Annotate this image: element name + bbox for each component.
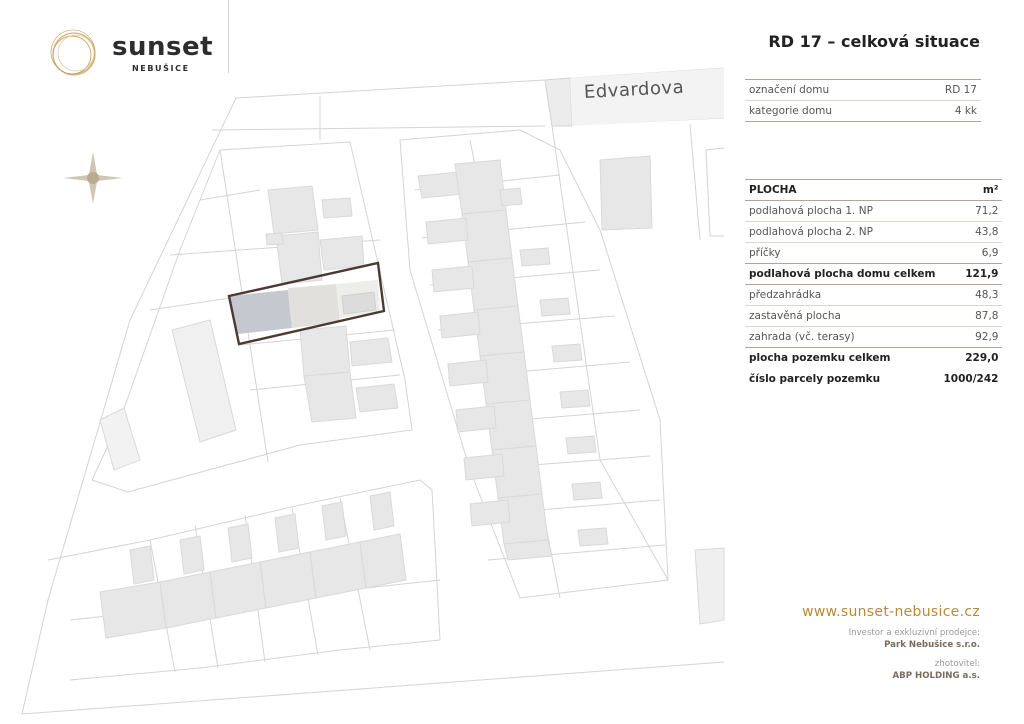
investor-name: Park Nebušice s.r.o.: [884, 640, 980, 650]
rd17-plot-highlight: [227, 261, 386, 346]
house-id-label: označení domu: [745, 79, 909, 101]
table-row: předzahrádka 48,3: [745, 284, 1003, 306]
table-row: podlahová plocha 2. NP 43,8: [745, 221, 1003, 243]
area-row-value: 87,8: [939, 305, 1003, 327]
area-row-value: 6,9: [939, 242, 1003, 264]
area-table: PLOCHA m² podlahová plocha 1. NP 71,2 po…: [745, 179, 1003, 390]
table-row: kategorie domu 4 kk: [745, 100, 981, 122]
area-row-value: 1000/242: [943, 373, 999, 385]
area-row-label: podlahová plocha domu celkem: [745, 263, 940, 285]
table-row: zastavěná plocha 87,8: [745, 305, 1003, 327]
contractor-name: ABP HOLDING a.s.: [892, 671, 980, 681]
page-title: RD 17 – celková situace: [768, 32, 980, 51]
house-category-value: 4 kk: [908, 100, 981, 122]
area-row-label: předzahrádka: [745, 284, 940, 306]
logo-subtitle: NEBUŠICE: [132, 64, 190, 73]
area-row-label: podlahová plocha 2. NP: [745, 221, 940, 243]
area-row-label: číslo parcely pozemku: [749, 373, 881, 385]
website-link[interactable]: www.sunset-nebusice.cz: [802, 604, 980, 620]
logo-wordmark: sunset: [112, 32, 214, 62]
table-row: označení domu RD 17: [745, 79, 981, 101]
area-header-unit: m²: [939, 179, 1003, 201]
table-row: podlahová plocha 1. NP 71,2: [745, 200, 1003, 222]
table-row: plocha pozemku celkem 229,0: [745, 348, 1002, 369]
table-row: číslo parcely pozemku 1000/242: [745, 369, 1002, 390]
compass-rose-icon: [63, 152, 123, 204]
area-header-label: PLOCHA: [745, 179, 940, 201]
house-id-value: RD 17: [908, 79, 981, 101]
area-row-value: 43,8: [939, 221, 1003, 243]
area-row-value: 92,9: [939, 326, 1003, 348]
area-header-row: PLOCHA m²: [745, 179, 1003, 201]
table-row: zahrada (vč. terasy) 92,9: [745, 326, 1003, 348]
area-row-value: 121,9: [939, 263, 1003, 285]
header-divider: [228, 0, 229, 73]
area-row-value: 229,0: [965, 352, 999, 365]
house-category-label: kategorie domu: [745, 100, 909, 122]
table-row: podlahová plocha domu celkem 121,9: [745, 263, 1003, 285]
house-info-table: označení domu RD 17 kategorie domu 4 kk: [745, 79, 981, 122]
table-row: příčky 6,9: [745, 242, 1003, 264]
area-row-label: podlahová plocha 1. NP: [745, 200, 940, 222]
investor-label: Investor a exkluzivní prodejce:: [848, 628, 980, 638]
area-row-label: zastavěná plocha: [745, 305, 940, 327]
area-row-label: příčky: [745, 242, 940, 264]
gold-rings-icon: [50, 29, 96, 76]
brand-logo: sunset NEBUŠICE: [50, 29, 232, 80]
contractor-label: zhotovitel:: [934, 659, 980, 669]
area-row-value: 71,2: [939, 200, 1003, 222]
area-row-label: plocha pozemku celkem: [749, 352, 891, 365]
area-row-value: 48,3: [939, 284, 1003, 306]
area-row-label: zahrada (vč. terasy): [745, 326, 940, 348]
